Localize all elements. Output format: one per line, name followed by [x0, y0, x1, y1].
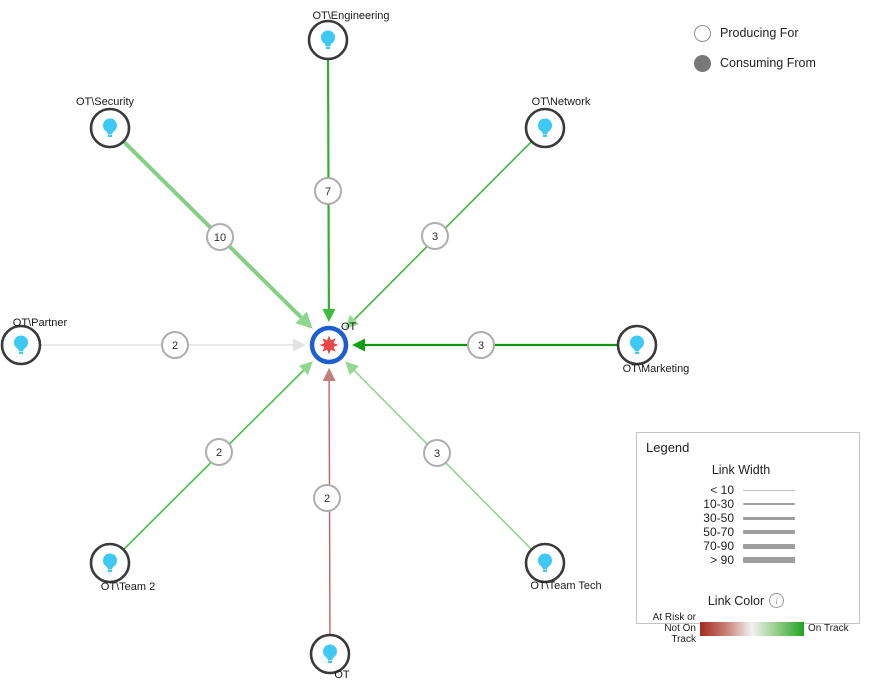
legend-width-line-sample — [743, 543, 795, 549]
legend-width-label: > 90 — [710, 553, 734, 567]
node-center[interactable]: OT — [309, 321, 357, 365]
legend-width-label: 10-30 — [703, 497, 734, 511]
legend-width-line-sample — [743, 489, 795, 491]
node-engineering[interactable]: OT\Engineering — [307, 10, 390, 61]
bulb-icon — [103, 118, 117, 137]
node-label: OT\Partner — [13, 317, 68, 329]
edge-value: 2 — [216, 447, 222, 459]
arrowhead-engineering — [322, 308, 336, 323]
legend-width-row: 50-70 — [646, 525, 851, 539]
node-label: OT\Engineering — [312, 10, 389, 22]
arrowhead-team-2 — [298, 361, 313, 376]
node-network[interactable]: OT\Network — [524, 96, 591, 149]
legend-width-line-sample — [743, 503, 795, 505]
legend-width-row: 70-90 — [646, 539, 851, 553]
mode-selector: Producing For Consuming From — [694, 22, 816, 82]
legend-title: Legend — [646, 440, 690, 455]
node-label: OT\Team Tech — [530, 580, 601, 592]
legend-width-label: 70-90 — [703, 539, 734, 553]
bulb-icon — [321, 30, 335, 49]
edge-badge-team-tech[interactable] — [423, 439, 451, 467]
node-ot-bottom[interactable]: OT — [309, 633, 351, 681]
legend-width-line-sample — [743, 530, 795, 534]
edge-value: 3 — [434, 448, 440, 460]
edge-value: 2 — [324, 493, 330, 505]
bulb-icon — [14, 335, 28, 354]
link-color-left-label: At Risk or Not On Track — [652, 612, 696, 645]
edge-badge-partner[interactable] — [161, 331, 189, 359]
edge-badge-team-2[interactable] — [205, 438, 233, 466]
link-color-title-row: Link Color i — [646, 593, 846, 608]
mode-option-label: Producing For — [720, 26, 799, 40]
center-node-label: OT — [341, 321, 357, 333]
node-security[interactable]: OT\Security — [76, 96, 135, 149]
node-label: OT — [334, 669, 350, 681]
edge-value: 10 — [214, 232, 226, 244]
node-team-2[interactable]: OT\Team 2 — [89, 542, 155, 593]
legend-width-label: 30-50 — [703, 511, 734, 525]
arrowhead-team-tech — [345, 361, 359, 376]
legend-width-line-sample — [743, 516, 795, 520]
edge-badge-engineering[interactable] — [314, 177, 342, 205]
bulb-icon — [103, 553, 117, 572]
link-color-right-label: On Track — [808, 623, 849, 634]
edge-badge-security[interactable] — [206, 223, 234, 251]
edge-badge-marketing[interactable] — [467, 331, 495, 359]
bulb-icon — [538, 553, 552, 572]
node-label: OT\Marketing — [623, 363, 690, 375]
edge-value: 7 — [325, 186, 331, 198]
radio-unselected-icon[interactable] — [694, 24, 711, 42]
edge-badge-ot-bottom[interactable] — [313, 484, 341, 512]
mode-option-producing-for[interactable]: Producing For — [694, 22, 816, 44]
node-label: OT\Network — [532, 96, 591, 108]
node-partner[interactable]: OT\Partner — [0, 317, 68, 366]
legend-width-row: > 90 — [646, 553, 851, 567]
legend-width-label: 50-70 — [703, 525, 734, 539]
legend-width-line-sample — [743, 557, 795, 563]
radio-selected-icon[interactable] — [694, 54, 711, 72]
legend-width-row: 30-50 — [646, 511, 851, 525]
edge-value: 3 — [432, 231, 438, 243]
legend-width-row: < 10 — [646, 483, 851, 497]
link-color-gradient-bar — [700, 621, 804, 636]
legend-width-label: < 10 — [710, 483, 734, 497]
mode-option-label: Consuming From — [720, 56, 816, 70]
legend-width-row: 10-30 — [646, 497, 851, 511]
edge-value: 2 — [172, 340, 178, 352]
link-color-bar-row: At Risk or Not On Track On Track — [646, 612, 851, 645]
bulb-icon — [323, 644, 337, 663]
bulb-icon — [538, 118, 552, 137]
center-star-icon — [319, 335, 339, 355]
arrowhead-security — [295, 311, 313, 329]
arrowhead-ot-bottom — [322, 367, 336, 382]
bulb-icon — [630, 335, 644, 354]
info-icon[interactable]: i — [769, 593, 785, 608]
node-marketing[interactable]: OT\Marketing — [616, 324, 690, 375]
link-width-title: Link Width — [711, 463, 771, 477]
arrowhead-marketing — [352, 338, 365, 352]
mode-option-consuming-from[interactable]: Consuming From — [694, 52, 816, 74]
arrowhead-network — [345, 314, 360, 329]
edge-badge-network[interactable] — [421, 222, 449, 250]
link-color-title: Link Color — [707, 593, 765, 608]
arrowhead-partner — [293, 338, 306, 352]
node-label: OT\Team 2 — [101, 581, 155, 593]
node-team-tech[interactable]: OT\Team Tech — [524, 542, 602, 592]
node-label: OT\Security — [76, 96, 135, 108]
edge-value: 3 — [478, 340, 484, 352]
